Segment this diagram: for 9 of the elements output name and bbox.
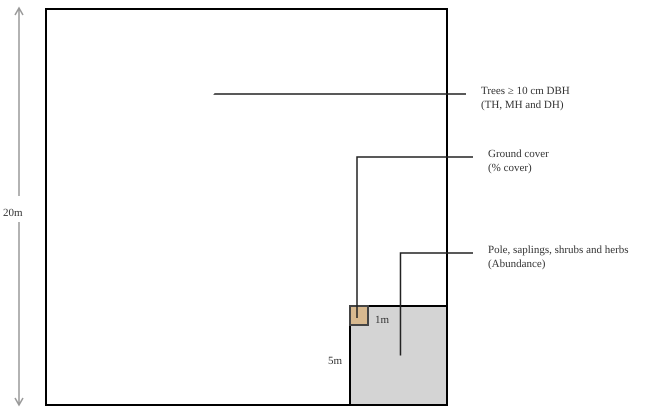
- leader-line: [400, 252, 473, 356]
- subplot-square: [349, 305, 448, 406]
- leader-line: [214, 93, 466, 95]
- annotation-text: Trees ≥ 10 cm DBH (TH, MH and DH): [481, 84, 651, 112]
- annotation-text: Pole, saplings, shrubs and herbs (Abundance): [488, 243, 658, 271]
- quadrat-square: [349, 305, 369, 326]
- annotation-text: Ground cover (% cover): [488, 147, 608, 175]
- leader-line: [356, 156, 473, 318]
- plot-square: [45, 8, 448, 406]
